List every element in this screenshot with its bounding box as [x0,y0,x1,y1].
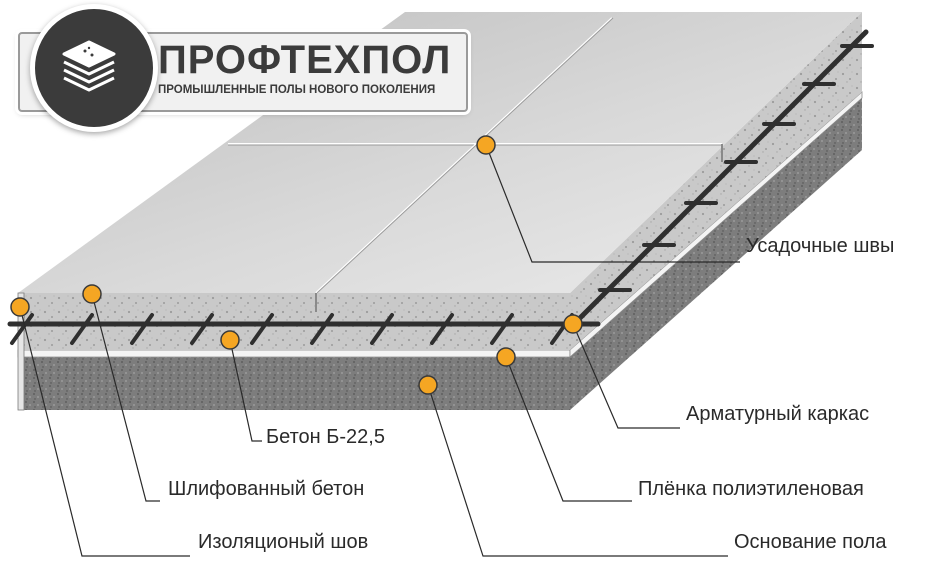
film-side [569,91,863,358]
label-rebar-cage: Арматурный каркас [686,403,870,425]
marker-polished [82,284,102,304]
stacked-layers-icon [62,40,116,92]
leader-isolation [19,306,190,557]
brand-tagline: ПРОМЫШЛЕННЫЕ ПОЛЫ НОВОГО ПОКОЛЕНИЯ [158,84,436,96]
label-isolation-joint: Изоляционый шов [198,531,369,553]
marker-isolation [10,297,30,317]
floor-base-front [18,357,570,410]
label-floor-base: Основание пола [734,531,887,553]
marker-rebar-cage [563,314,583,334]
brand-name: ПРОФТЕХПОЛ [158,38,452,82]
polished-surface-fill [18,12,862,293]
marker-base [418,375,438,395]
marker-film [496,347,516,367]
label-polished-concrete: Шлифованный бетон [168,478,365,500]
leader-rebar-cage [572,323,680,429]
markers [10,135,583,395]
leader-base [427,384,728,557]
film-front [17,349,571,358]
leader-polished [91,293,160,502]
shrinkage-joint [315,17,613,294]
leader-film [505,356,632,502]
rebar-cross-bars-side [598,44,874,292]
shrinkage-joint [316,17,614,294]
floor-base-side [570,98,862,410]
marker-concrete [220,330,240,350]
label-shrinkage-joints: Усадочные швы [746,235,895,257]
brand-logo-circle [30,4,158,132]
marker-shrinkage-joints [476,135,496,155]
label-polyethylene-film: Плёнка полиэтиленовая [638,478,864,500]
rebar-main-side [571,29,869,327]
leader-concrete [229,339,262,442]
leader-lines [19,144,740,557]
leader-shrinkage-joints [485,144,740,263]
label-concrete: Бетон Б-22,5 [266,426,385,448]
